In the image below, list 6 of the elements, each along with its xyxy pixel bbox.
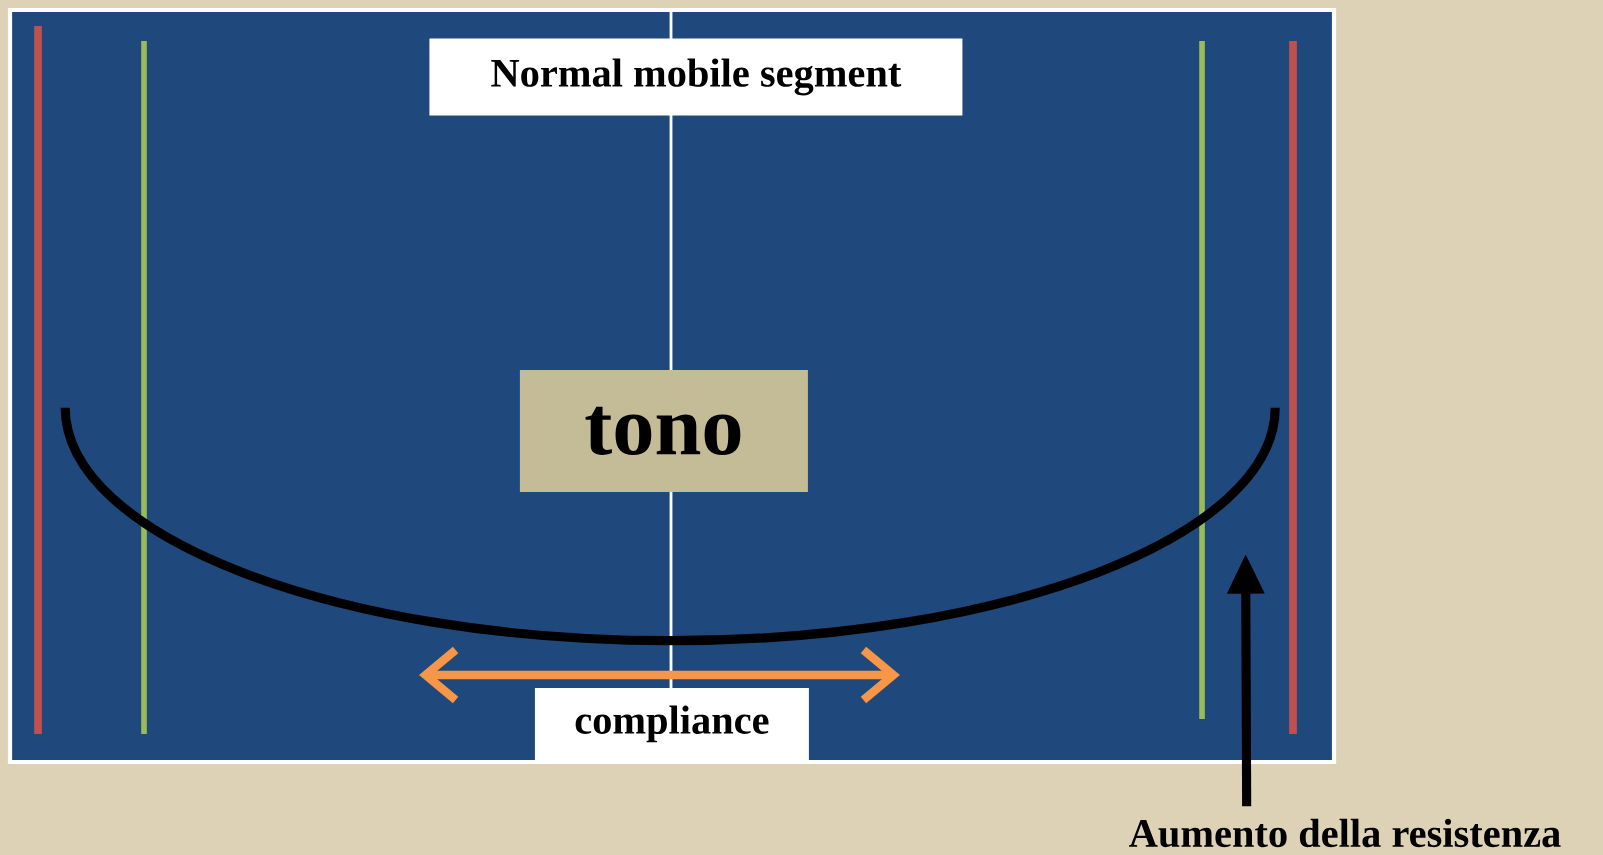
annotation-text: Aumento della resistenza (1129, 818, 1561, 848)
curve (60, 406, 1280, 646)
title-box: Normal mobile segment (429, 38, 963, 116)
node-label: compliance (575, 705, 769, 743)
label-box: tono (519, 369, 808, 492)
label-box: compliance (534, 687, 809, 760)
